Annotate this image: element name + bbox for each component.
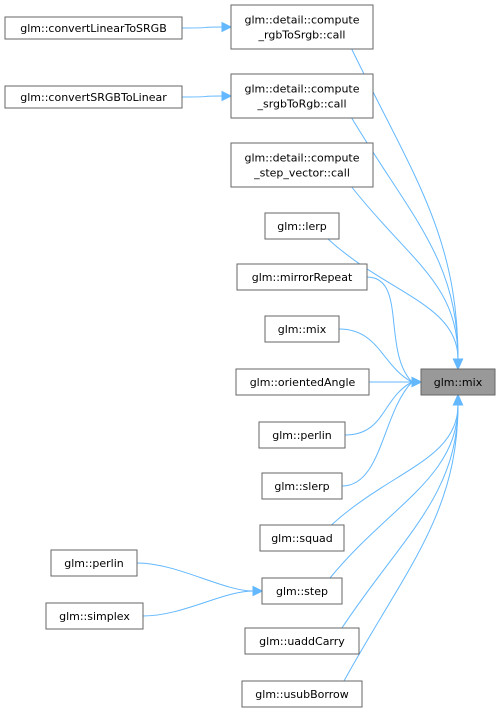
node-step-vector[interactable]: glm::detail::compute_step_vector::call: [230, 142, 374, 188]
edge-mirror-repeat-to-mix-target: [366, 276, 423, 388]
node-mix-target: glm::mix: [420, 368, 496, 396]
edge-perlin-b-to-step: [136, 562, 264, 597]
node-label: glm::perlin: [272, 429, 332, 442]
arrowhead-icon: [452, 358, 464, 371]
arrowhead-icon: [221, 21, 233, 33]
node-convert-linear-to-srgb[interactable]: glm::convertLinearToSRGB: [4, 16, 183, 40]
node-perlin-b[interactable]: glm::perlin: [50, 549, 138, 577]
node-label: glm::mix: [434, 376, 483, 389]
arrowhead-icon: [411, 376, 423, 388]
nodes-layer: glm::convertLinearToSRGBglm::convertSRGB…: [4, 4, 496, 708]
edge-step-vector-to-mix-target: [351, 186, 464, 371]
arrowhead-icon: [252, 585, 264, 597]
node-label: glm::simplex: [59, 610, 130, 623]
node-label: glm::mix: [278, 323, 327, 336]
node-usub-borrow[interactable]: glm::usubBorrow: [241, 680, 363, 708]
node-label: glm::detail::compute: [244, 83, 359, 96]
node-rgb-to-srgb[interactable]: glm::detail::compute_rgbToSrgb::call: [230, 4, 374, 50]
node-mix-src[interactable]: glm::mix: [264, 315, 340, 343]
arrowhead-icon: [221, 90, 233, 102]
node-srgb-to-rgb[interactable]: glm::detail::compute_srgbToRgb::call: [230, 73, 374, 119]
node-label: glm::slerp: [274, 480, 329, 493]
node-label: glm::mirrorRepeat: [252, 271, 353, 284]
edge-lerp-to-mix-target: [327, 238, 464, 371]
node-uadd-carry[interactable]: glm::uaddCarry: [244, 627, 360, 655]
edge-convert-srgbto-linear-to-srgb-to-rgb: [181, 90, 233, 102]
node-label: glm::lerp: [277, 220, 327, 233]
edges-layer: [136, 21, 464, 682]
edge-usub-borrow-to-mix-target: [343, 393, 464, 682]
node-step[interactable]: glm::step: [261, 577, 343, 605]
node-label: glm::convertLinearToSRGB: [20, 22, 167, 35]
edge-step-to-mix-target: [329, 393, 464, 579]
node-perlin-a[interactable]: glm::perlin: [258, 421, 346, 449]
edge-squad-to-mix-target: [331, 393, 464, 526]
node-mirror-repeat[interactable]: glm::mirrorRepeat: [236, 263, 368, 291]
node-label: glm::detail::compute: [244, 14, 359, 27]
node-label: glm::convertSRGBToLinear: [20, 91, 167, 104]
node-slerp[interactable]: glm::slerp: [261, 472, 343, 500]
node-label: glm::detail::compute: [244, 152, 359, 165]
edge-uadd-carry-to-mix-target: [341, 393, 464, 629]
node-convert-srgbto-linear[interactable]: glm::convertSRGBToLinear: [4, 85, 183, 109]
edge-slerp-to-mix-target: [341, 376, 423, 487]
node-label: glm::perlin: [64, 557, 124, 570]
node-oriented-angle[interactable]: glm::orientedAngle: [235, 368, 370, 396]
node-label: glm::usubBorrow: [255, 688, 348, 701]
edge-convert-linear-to-srgb-to-rgb-to-srgb: [181, 21, 233, 33]
node-lerp[interactable]: glm::lerp: [264, 212, 340, 240]
node-label: glm::step: [276, 585, 328, 598]
node-label: glm::squad: [271, 532, 333, 545]
node-squad[interactable]: glm::squad: [259, 524, 345, 552]
node-label: _rgbToSrgb::call: [258, 29, 346, 42]
edge-simplex-to-step: [142, 585, 264, 617]
node-label: glm::uaddCarry: [259, 635, 345, 648]
node-label: glm::orientedAngle: [250, 376, 356, 389]
node-label: _srgbToRgb::call: [256, 98, 346, 111]
node-simplex[interactable]: glm::simplex: [45, 602, 144, 630]
arrowhead-icon: [452, 393, 464, 406]
node-label: _step_vector::call: [253, 167, 350, 180]
